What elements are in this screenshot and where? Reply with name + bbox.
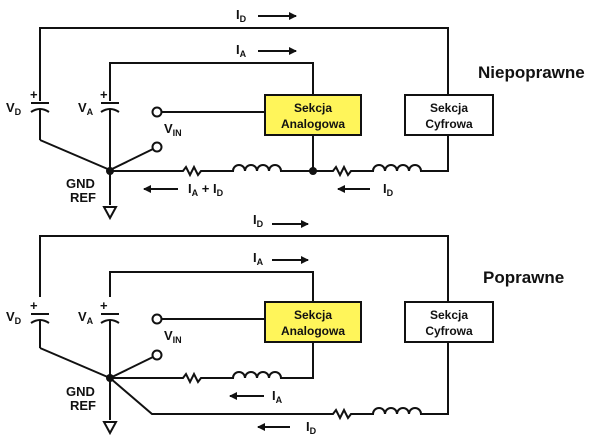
correct-title: Poprawne xyxy=(483,268,564,287)
vd-ground-wire xyxy=(39,347,111,379)
return-ia-label: IA xyxy=(272,388,283,405)
vd-label: VD xyxy=(6,100,22,117)
digital-box-line2: Cyfrowa xyxy=(425,324,473,338)
vd-label: VD xyxy=(6,309,22,326)
vd-ground-wire xyxy=(39,139,111,171)
digital-section-box xyxy=(404,94,494,136)
analog-box-line1: Sekcja xyxy=(294,101,332,115)
analog-section-box xyxy=(264,301,362,343)
ref-label: REF xyxy=(70,190,96,205)
digital-box-line2: Cyfrowa xyxy=(425,117,473,131)
top-id-label: ID xyxy=(236,7,247,24)
analog-box-line2: Analogowa xyxy=(281,117,345,131)
vin-label: VIN xyxy=(164,328,182,345)
analog-box-line2: Analogowa xyxy=(281,324,345,338)
ground-symbol xyxy=(102,206,118,221)
va-plus: + xyxy=(100,298,108,313)
analog-box-line1: Sekcja xyxy=(294,308,332,322)
ground-symbol xyxy=(102,421,118,436)
vin-label: VIN xyxy=(164,121,182,138)
vd-plus: + xyxy=(30,298,38,313)
return-id-label: ID xyxy=(306,419,317,436)
top-id-label: ID xyxy=(253,212,264,229)
ref-label: REF xyxy=(70,398,96,413)
va-label: VA xyxy=(78,100,94,117)
incorrect-title: Niepoprawne xyxy=(478,63,585,82)
incorrect-diagram: Sekcja Analogowa Sekcja Cyfrowa Niepopra… xyxy=(6,7,585,221)
vd-capacitor xyxy=(30,313,50,348)
vd-supply-wire xyxy=(39,235,449,302)
vin-terminal xyxy=(151,313,163,325)
gnd-ref-node xyxy=(106,167,114,175)
vd-supply-wire xyxy=(39,27,449,101)
return-iaid-label: IA + ID xyxy=(188,181,224,198)
va-capacitor xyxy=(100,102,120,205)
correct-diagram: Sekcja Analogowa Sekcja Cyfrowa Poprawne… xyxy=(6,212,564,436)
va-capacitor xyxy=(100,313,120,420)
return-id-label: ID xyxy=(383,181,394,198)
top-ia-label: IA xyxy=(253,250,264,267)
gnd-label: GND xyxy=(66,384,95,399)
gnd-ref-node xyxy=(106,374,114,382)
vin-terminal xyxy=(151,106,163,118)
va-label: VA xyxy=(78,309,94,326)
top-ia-label: IA xyxy=(236,42,247,59)
gnd-label: GND xyxy=(66,176,95,191)
vin-ground-terminal xyxy=(151,141,163,153)
vd-capacitor xyxy=(30,102,50,140)
digital-section-box xyxy=(404,301,494,343)
digital-box-line1: Sekcja xyxy=(430,308,468,322)
digital-return-wire xyxy=(109,342,449,421)
ground-return-wire xyxy=(110,135,449,178)
va-supply-wire xyxy=(109,271,314,302)
vd-plus: + xyxy=(30,87,38,102)
va-supply-wire xyxy=(109,62,314,101)
analog-section-box xyxy=(264,94,362,136)
vin-ground-terminal xyxy=(151,349,163,361)
shared-node xyxy=(309,167,317,175)
analog-return-wire xyxy=(110,342,314,385)
va-plus: + xyxy=(100,87,108,102)
digital-box-line1: Sekcja xyxy=(430,101,468,115)
